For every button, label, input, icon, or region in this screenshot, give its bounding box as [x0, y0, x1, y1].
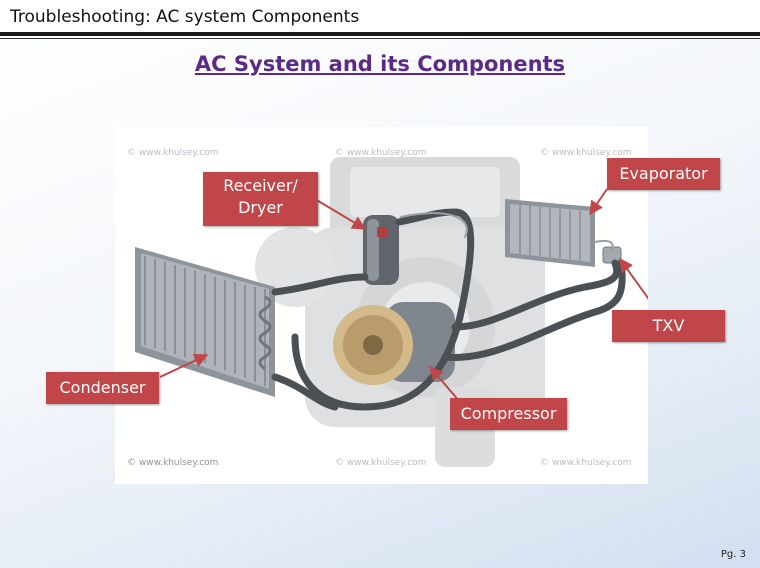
receiver-callout-line2: Dryer: [238, 198, 283, 217]
refrigerant-hoses: [271, 208, 626, 411]
receiver-callout-line1: Receiver/: [223, 176, 298, 195]
header-rule-thin: [0, 38, 760, 39]
ac-system-illustration: © www.khulsey.com © www.khulsey.com © ww…: [115, 127, 648, 484]
compressor-callout: Compressor: [450, 398, 567, 430]
page-number: Pg. 3: [720, 549, 746, 560]
watermark-text: © www.khulsey.com: [335, 148, 426, 158]
txv-callout: TXV: [612, 310, 725, 342]
compressor-arrow: [429, 365, 461, 403]
evaporator-arrow: [589, 188, 608, 216]
receiver-dryer-unit: [363, 215, 399, 285]
slide-title: AC System and its Components: [194, 52, 566, 76]
condenser-callout: Condenser: [46, 372, 159, 404]
watermark-text: © www.khulsey.com: [127, 148, 218, 158]
header-title: Troubleshooting: AC system Components: [10, 7, 360, 27]
ac-diagram-svg: © www.khulsey.com © www.khulsey.com © ww…: [127, 148, 648, 468]
compressor-unit: [333, 302, 455, 385]
receiver-arrow: [314, 198, 367, 230]
watermark-text: © www.khulsey.com: [540, 148, 631, 158]
header-rule-thick: [0, 32, 760, 36]
condenser-unit: [135, 247, 275, 397]
watermark-text: © www.khulsey.com: [127, 458, 218, 468]
txv-arrow: [619, 257, 648, 300]
condenser-arrow: [159, 354, 209, 378]
header-bar: Troubleshooting: AC system Components: [0, 0, 760, 34]
watermark-text: © www.khulsey.com: [540, 458, 631, 468]
receiver-dryer-callout: Receiver/ Dryer: [203, 172, 318, 226]
watermark-text: © www.khulsey.com: [335, 458, 426, 468]
evaporator-unit: [505, 199, 595, 267]
evaporator-callout: Evaporator: [607, 158, 720, 190]
